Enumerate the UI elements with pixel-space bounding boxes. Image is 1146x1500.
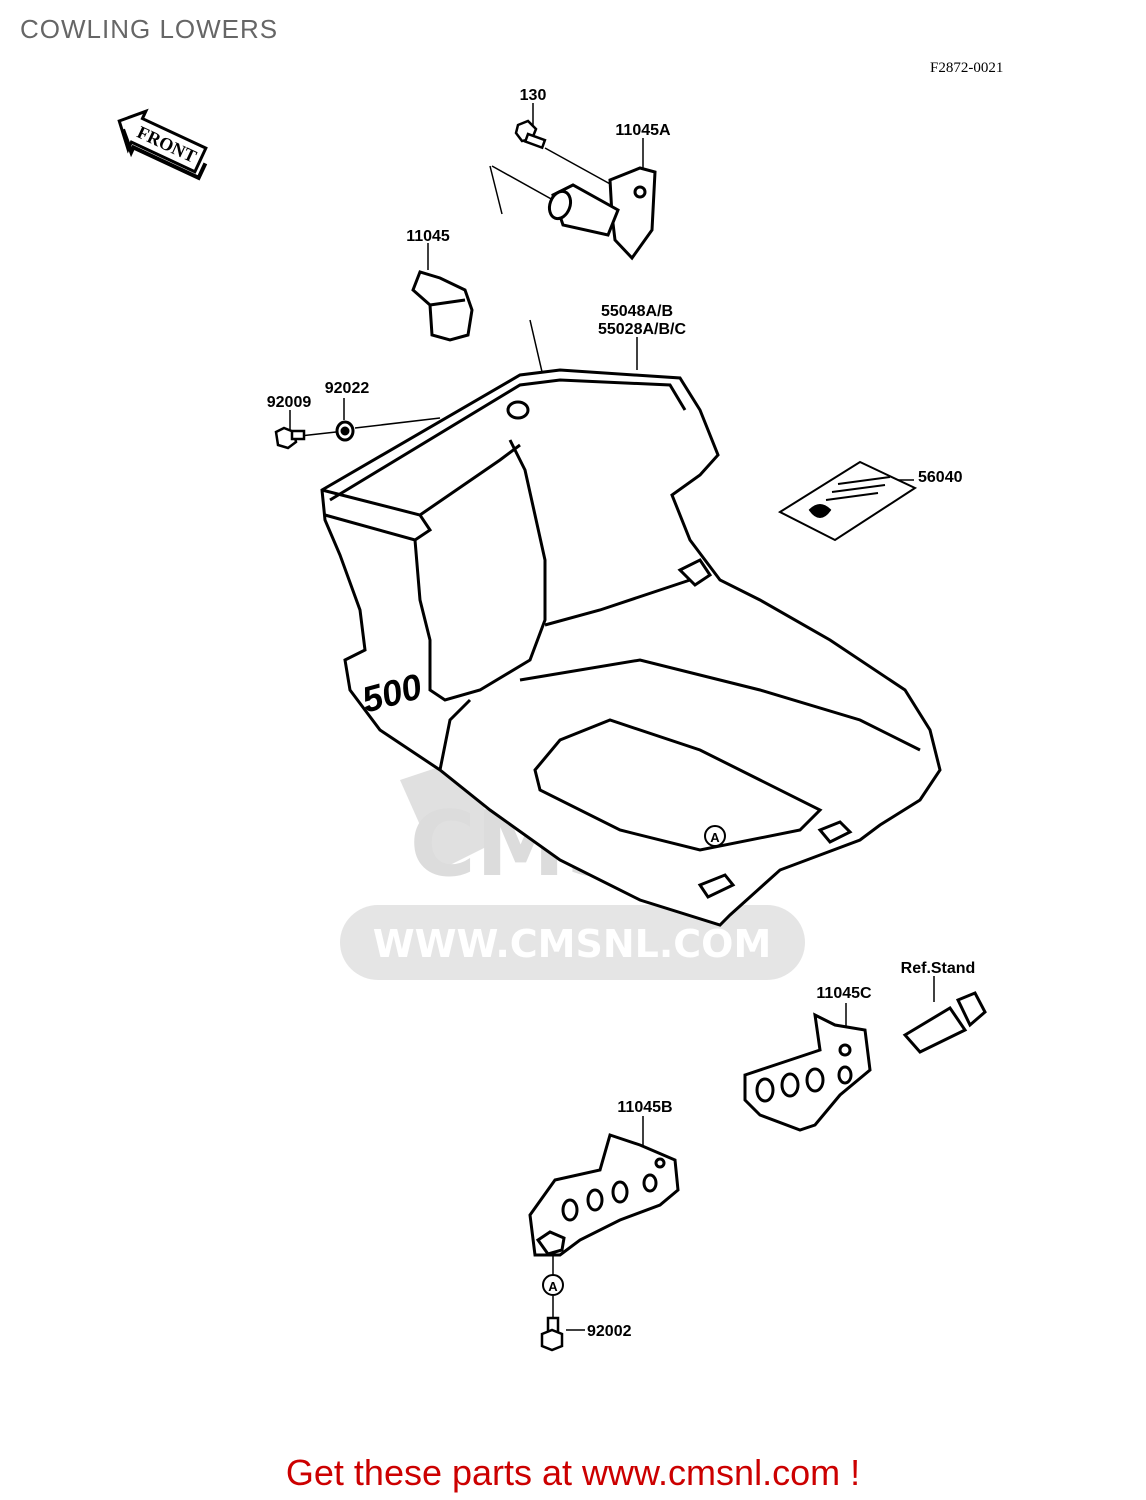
clip-11045-icon xyxy=(411,270,474,342)
part-label-92009: 92009 xyxy=(267,394,312,411)
part-label-11045: 11045 xyxy=(406,228,450,245)
leader-lines xyxy=(289,103,935,1331)
reference-marker-label-2: A xyxy=(548,1279,558,1294)
stand-bolt-icon xyxy=(902,991,987,1054)
bolt-130-icon xyxy=(514,119,547,150)
watermark-url: WWW.CMSNL.COM xyxy=(373,922,772,966)
part-label-55028: 55028A/B/C xyxy=(598,321,686,338)
bracket-11045b-icon xyxy=(528,1133,680,1257)
screw-92009-icon xyxy=(274,426,306,450)
washer-92022-icon xyxy=(335,420,355,442)
part-label-92022: 92022 xyxy=(325,380,370,397)
part-label-11045b: 11045B xyxy=(617,1099,672,1116)
bracket-11045c-icon xyxy=(743,1012,872,1132)
part-label-130: 130 xyxy=(520,87,547,104)
front-arrow-icon: FRONT xyxy=(117,108,208,181)
part-label-56040: 56040 xyxy=(918,469,963,486)
part-label-11045c: 11045C xyxy=(816,985,872,1002)
lower-cowling-icon xyxy=(320,368,942,927)
part-label-55048: 55048A/B xyxy=(601,303,673,320)
part-label-11045a: 11045A xyxy=(615,122,671,139)
page-title: COWLING LOWERS xyxy=(20,14,279,44)
reference-marker-label: A xyxy=(710,830,720,845)
bracket-11045a-icon xyxy=(547,166,657,261)
label-56040-icon xyxy=(777,460,918,542)
part-labels: 130 11045A 11045 55048A/B 55028A/B/C 920… xyxy=(267,87,976,1340)
reference-marker-a-icon: A xyxy=(704,825,726,847)
part-label-92002: 92002 xyxy=(587,1323,632,1340)
reference-marker-a-bracket-icon: A xyxy=(542,1274,564,1296)
part-label-ref-stand: Ref.Stand xyxy=(901,960,976,977)
footer-link[interactable]: Get these parts at www.cmsnl.com ! xyxy=(285,1452,861,1493)
diagram-id: F2872-0021 xyxy=(930,60,1004,76)
bolt-92002-icon xyxy=(540,1316,564,1352)
